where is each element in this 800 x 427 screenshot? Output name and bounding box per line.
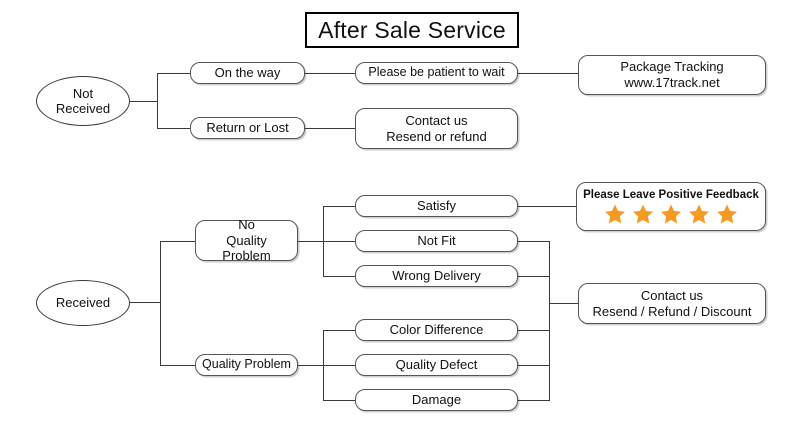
node-wrong-delivery: Wrong Delivery [355, 265, 518, 287]
connector-nqp-stem [298, 241, 323, 243]
connector-not-fit-merge [518, 241, 549, 243]
node-satisfy: Satisfy [355, 195, 518, 217]
page-title: After Sale Service [305, 12, 519, 48]
connector-on-the-way-to-wait [305, 73, 355, 75]
connector-to-on-the-way [157, 73, 190, 75]
feedback-label: Please Leave Positive Feedback [583, 189, 759, 201]
node-package-tracking-line1: Package Tracking [620, 59, 724, 75]
connector-not-received-bus [157, 73, 159, 129]
connector-to-damage [323, 400, 355, 402]
node-not-received-line1: Not [72, 85, 94, 101]
node-quality-problem: Quality Problem [195, 354, 298, 376]
node-color-difference: Color Difference [355, 319, 518, 341]
node-return-or-lost: Return or Lost [190, 117, 305, 139]
star-icon [661, 204, 681, 224]
node-no-quality-problem: No Quality Problem [195, 216, 298, 264]
connector-qp-stem [298, 365, 323, 367]
node-damage: Damage [355, 389, 518, 411]
connector-merge-to-contact [549, 303, 578, 305]
connector-color-difference-merge [518, 330, 549, 332]
node-please-be-patient: Please be patient to wait [355, 62, 518, 84]
connector-not-received-stem [130, 101, 157, 103]
star-icon [689, 204, 709, 224]
node-contact-discount-line1: Contact us [640, 287, 704, 303]
node-positive-feedback: Please Leave Positive Feedback [576, 182, 766, 231]
connector-wait-to-tracking [518, 73, 578, 75]
connector-to-wrong-delivery [323, 276, 355, 278]
connector-to-not-fit [323, 241, 355, 243]
connector-to-satisfy [323, 206, 355, 208]
node-no-quality-problem-line2: Quality Problem [222, 232, 271, 264]
star-icon [605, 204, 625, 224]
star-icon [717, 204, 737, 224]
node-contact-resend-line1: Contact us [405, 112, 468, 128]
connector-return-to-contact [305, 128, 355, 130]
node-contact-resend-line2: Resend or refund [386, 128, 487, 144]
connector-to-return-or-lost [157, 128, 190, 130]
star-icon [633, 204, 653, 224]
node-contact-resend-or-refund: Contact us Resend or refund [355, 108, 518, 149]
node-not-fit: Not Fit [355, 230, 518, 252]
connector-received-bus [160, 241, 162, 366]
node-not-received: Not Received [36, 76, 130, 126]
node-package-tracking-line2: www.17track.net [624, 75, 720, 90]
rating-stars [604, 203, 738, 225]
connector-damage-merge [518, 400, 549, 402]
connector-satisfy-to-feedback [518, 206, 576, 208]
connector-merge-bus [549, 241, 551, 401]
node-received: Received [36, 280, 130, 326]
connector-to-quality-defect [323, 365, 355, 367]
connector-received-stem [130, 302, 160, 304]
node-not-received-line2: Received [55, 101, 111, 116]
node-contact-discount-line2: Resend / Refund / Discount [592, 303, 752, 319]
node-quality-defect: Quality Defect [355, 354, 518, 376]
node-package-tracking: Package Tracking www.17track.net [578, 55, 766, 95]
node-on-the-way: On the way [190, 62, 305, 84]
connector-to-color-difference [323, 330, 355, 332]
connector-to-quality-problem [160, 365, 195, 367]
connector-wrong-delivery-merge [518, 276, 549, 278]
connector-to-no-quality-problem [160, 241, 195, 243]
node-no-quality-problem-line1: No [238, 216, 255, 232]
connector-quality-defect-merge [518, 365, 549, 367]
node-contact-resend-refund-discount: Contact us Resend / Refund / Discount [578, 283, 766, 324]
